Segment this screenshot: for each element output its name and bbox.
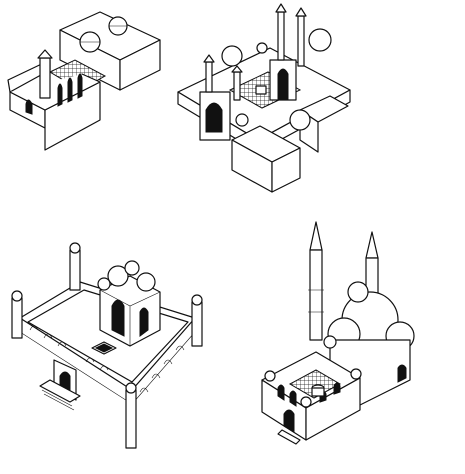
- mosque-hypostyle-courtyard-icon: [7, 11, 161, 151]
- mosque-four-iwan-icon: [177, 3, 351, 193]
- mosque-ottoman-domed-icon: [261, 221, 415, 445]
- mosque-walled-enclosure-icon: [11, 242, 203, 449]
